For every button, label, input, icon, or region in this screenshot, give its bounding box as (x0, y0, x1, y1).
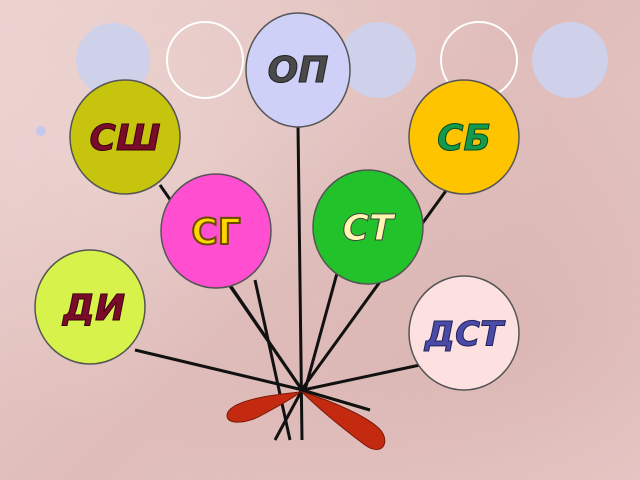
balloon-st: СТ (312, 169, 424, 285)
decor-circle (532, 22, 608, 98)
balloon-ssh-label: СШ (90, 118, 161, 159)
balloon-dst: ДСТ (408, 275, 520, 391)
bullet-dot (36, 126, 46, 136)
balloon-dst-label: ДСТ (424, 315, 506, 355)
balloon-di: ДИ (34, 249, 146, 365)
balloon-st-label: СТ (343, 208, 396, 249)
balloon-ssh: СШ (69, 79, 181, 195)
string-sg-2 (253, 279, 292, 441)
balloon-op-label: ОП (268, 50, 329, 91)
balloon-op: ОП (245, 12, 351, 128)
balloon-sg-label: СГ (191, 212, 240, 253)
balloon-di-label: ДИ (62, 288, 125, 329)
balloon-sg: СГ (160, 173, 272, 289)
bow-left (226, 391, 302, 423)
decor-circles (36, 21, 608, 136)
balloon-sb-label: СБ (437, 118, 491, 159)
string-dst (302, 363, 421, 392)
knot-bow (226, 390, 386, 450)
decor-circle (76, 23, 150, 97)
balloon-sb: СБ (408, 79, 520, 195)
string-di (134, 348, 304, 392)
string-sg (228, 284, 304, 391)
string-tail-1 (301, 388, 371, 412)
decor-circle-outline (166, 21, 244, 99)
string-tail-2 (273, 389, 304, 441)
string-st (303, 254, 344, 391)
balloon-strings (134, 124, 450, 441)
bow-right (300, 390, 386, 450)
decor-circle (340, 22, 416, 98)
